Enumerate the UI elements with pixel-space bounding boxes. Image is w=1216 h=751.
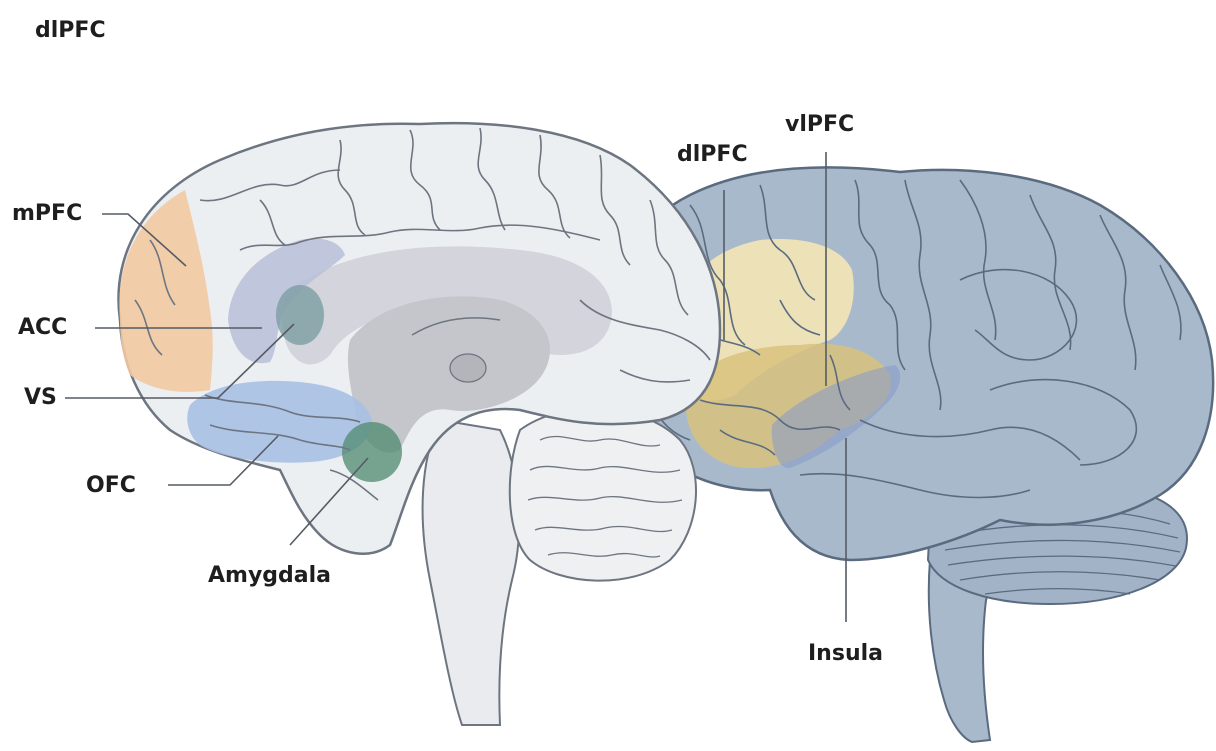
vlpfc-label: vlPFC (785, 114, 854, 136)
amygdala-region (342, 422, 402, 482)
mpfc-label: mPFC (12, 203, 82, 225)
page-title: dlPFC (35, 20, 106, 42)
medial-cerebellum (510, 409, 696, 581)
acc-label: ACC (18, 317, 67, 339)
amygdala-label: Amygdala (208, 565, 331, 587)
insula-label: Insula (808, 643, 883, 665)
medial-brainstem (423, 420, 520, 725)
vs-label: VS (24, 387, 57, 409)
vs-region (276, 285, 324, 345)
dlpfc-label: dlPFC (677, 144, 748, 166)
ofc-label: OFC (86, 475, 136, 497)
medial-brain (118, 123, 720, 725)
thalamic-nucleus (450, 354, 486, 382)
